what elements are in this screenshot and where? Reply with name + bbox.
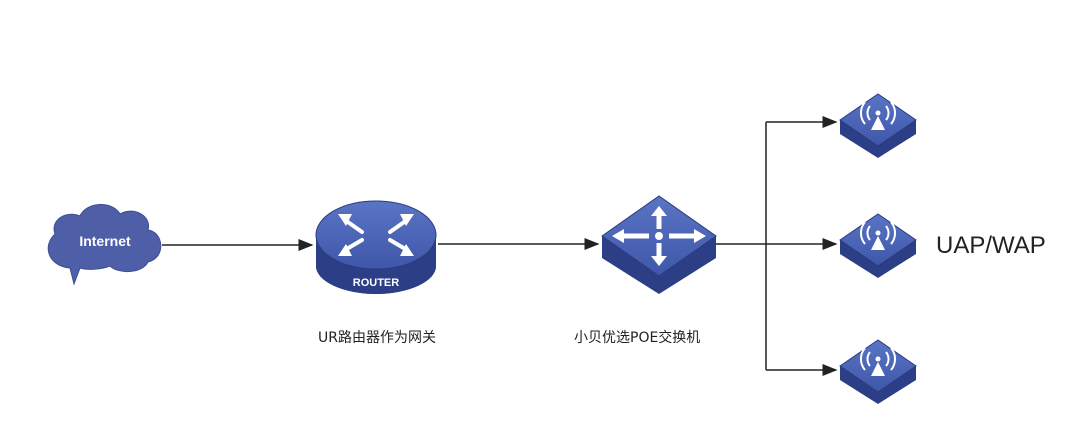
switch-caption: 小贝优选POE交换机 (574, 330, 701, 346)
switch-icon (601, 195, 717, 294)
connections (162, 116, 838, 376)
ap-icon-middle (839, 213, 917, 278)
router-caption: UR路由器作为网关 (318, 330, 436, 346)
ap-icon-bottom (839, 339, 917, 404)
ap-group-caption: UAP/WAP (936, 232, 1046, 259)
internet-label: Internet (79, 233, 131, 249)
router-icon (315, 200, 437, 294)
internet-cloud-icon (47, 204, 162, 286)
router-badge: ROUTER (353, 277, 400, 289)
ap-icon-top (839, 93, 917, 158)
